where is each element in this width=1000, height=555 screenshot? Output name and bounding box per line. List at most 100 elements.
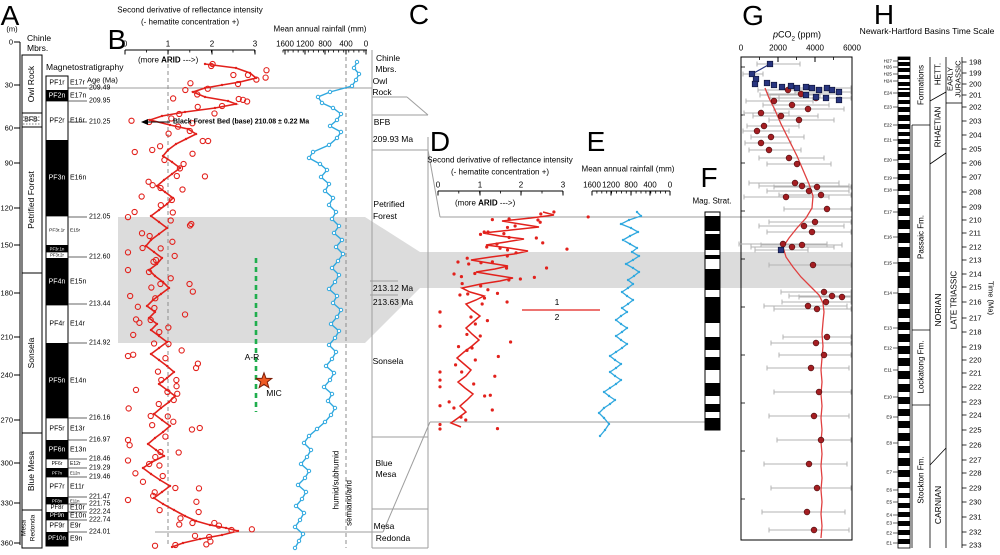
chron-label: PF2r xyxy=(49,117,65,124)
pco2-point-blue xyxy=(770,81,778,89)
rainfall-a-node xyxy=(333,244,339,250)
rainfall-e-node xyxy=(639,214,643,218)
b-scatter-point xyxy=(132,316,140,323)
d-scatter-point xyxy=(532,275,536,279)
pco2-point-red xyxy=(813,305,821,313)
age-label: 221.47 xyxy=(89,493,111,501)
correlation-line xyxy=(406,96,429,116)
b-scatter-point xyxy=(186,280,193,288)
time-tick-label: 216 xyxy=(969,297,982,307)
d-scatter-point xyxy=(565,247,569,251)
time-tick-label: 228 xyxy=(969,468,982,478)
mag-strat-header: Mag. Strat. xyxy=(692,196,732,206)
b-scatter-point xyxy=(207,538,214,545)
rainfall-a-node xyxy=(336,223,342,229)
b-scatter-point xyxy=(124,266,132,274)
newark-chron-label: E13 xyxy=(883,325,892,331)
rainfall-a-node xyxy=(332,279,338,285)
panel-label-a: A xyxy=(0,0,20,31)
d-hematite-curve xyxy=(449,211,555,428)
b-curve-node xyxy=(147,268,151,272)
b-scatter-point xyxy=(127,292,134,300)
age-label: 222.24 xyxy=(89,508,111,516)
b-curve-node xyxy=(173,394,177,398)
b-curve-node xyxy=(161,154,165,158)
chron-label: PF3n xyxy=(48,174,66,182)
d-scatter-point xyxy=(536,218,540,222)
b-scatter-point xyxy=(156,506,163,514)
b-scatter-point xyxy=(191,532,199,540)
polarity-black xyxy=(898,512,910,517)
b-scatter-point xyxy=(203,541,210,548)
pco2-point-red xyxy=(811,218,819,226)
pco2-point-blue xyxy=(793,84,801,92)
rainfall-a-node xyxy=(301,440,307,446)
b-scatter-point xyxy=(169,95,177,102)
b-scatter-point xyxy=(149,146,156,154)
polarity-black xyxy=(46,140,68,216)
pco2-point-red xyxy=(788,243,796,251)
b-scatter-point xyxy=(248,526,256,533)
time-tick-label: 210 xyxy=(969,215,982,225)
polarity-black xyxy=(898,115,910,121)
stage-boundary-diagonal xyxy=(929,152,947,165)
d-scatter-point xyxy=(482,296,487,300)
polarity-black xyxy=(705,234,720,250)
e-chron-label: E17n xyxy=(70,92,87,99)
b-curve-node xyxy=(186,127,190,131)
rainfall-e-node xyxy=(598,434,602,438)
b-scatter-point xyxy=(124,213,132,221)
rainfall-a-title: Mean annual rainfall (mm) xyxy=(273,24,367,34)
b-curve-node xyxy=(236,529,240,533)
section-c-label: Petrified xyxy=(373,199,405,209)
polarity-black xyxy=(898,247,910,258)
time-tick-label: 233 xyxy=(969,540,982,550)
meter-tick-label: 150 xyxy=(0,240,13,250)
b-curve-node xyxy=(149,238,153,242)
time-tick-label: 230 xyxy=(969,497,982,507)
chron-label: PF8n xyxy=(51,498,63,503)
age-label: 224.01 xyxy=(89,528,111,536)
rainfall-a-node xyxy=(303,489,309,495)
e-chron-label: E10n xyxy=(70,512,87,520)
pco2-point-red xyxy=(804,302,812,310)
polarity-black xyxy=(898,132,910,136)
rainfall-e-node xyxy=(614,334,618,338)
b-curve-node xyxy=(165,376,169,380)
pco2-tick-label: 6000 xyxy=(843,43,861,53)
polarity-black xyxy=(46,468,68,477)
rainfall-a-node xyxy=(293,503,299,509)
age-label: 212.60 xyxy=(89,253,111,261)
rainfall-e-tick-label: 0 xyxy=(667,180,673,190)
pco2-point-red xyxy=(808,228,816,236)
age-label: 216.97 xyxy=(89,436,111,444)
bfb-arrowhead xyxy=(141,119,148,125)
legend-item-2: 2 xyxy=(554,312,560,322)
newark-chron-label: E24 xyxy=(883,90,892,96)
b-scatter-point xyxy=(165,324,172,331)
rainfall-e-node xyxy=(636,230,640,234)
correlation-band xyxy=(118,217,852,343)
rainfall-a-node xyxy=(354,59,360,65)
d-scatter-point xyxy=(452,406,456,410)
meter-tick-label: 90 xyxy=(4,158,13,168)
e-chron-label: E12n xyxy=(70,470,80,475)
hematite-a-tick-label: 0 xyxy=(122,39,128,49)
polarity-black xyxy=(898,154,910,160)
b-curve-node xyxy=(157,208,161,212)
time-tick-label: 211 xyxy=(969,228,981,238)
rainfall-a-node xyxy=(306,155,312,161)
polarity-black xyxy=(898,208,910,216)
d-scatter-point xyxy=(467,262,471,266)
b-scatter-point xyxy=(174,390,181,397)
b-curve-node xyxy=(203,95,207,99)
e-chron-label: E10r xyxy=(70,504,85,512)
b-curve-node xyxy=(155,262,159,266)
d-scatter-point xyxy=(495,291,500,295)
chron-label: PF10n xyxy=(48,536,66,542)
pco2-point-blue xyxy=(787,82,795,90)
polarity-black xyxy=(898,470,910,477)
time-tick-label: 213 xyxy=(969,255,982,265)
rainfall-a-node xyxy=(321,384,327,390)
newark-chron-label: E3 xyxy=(886,520,892,526)
